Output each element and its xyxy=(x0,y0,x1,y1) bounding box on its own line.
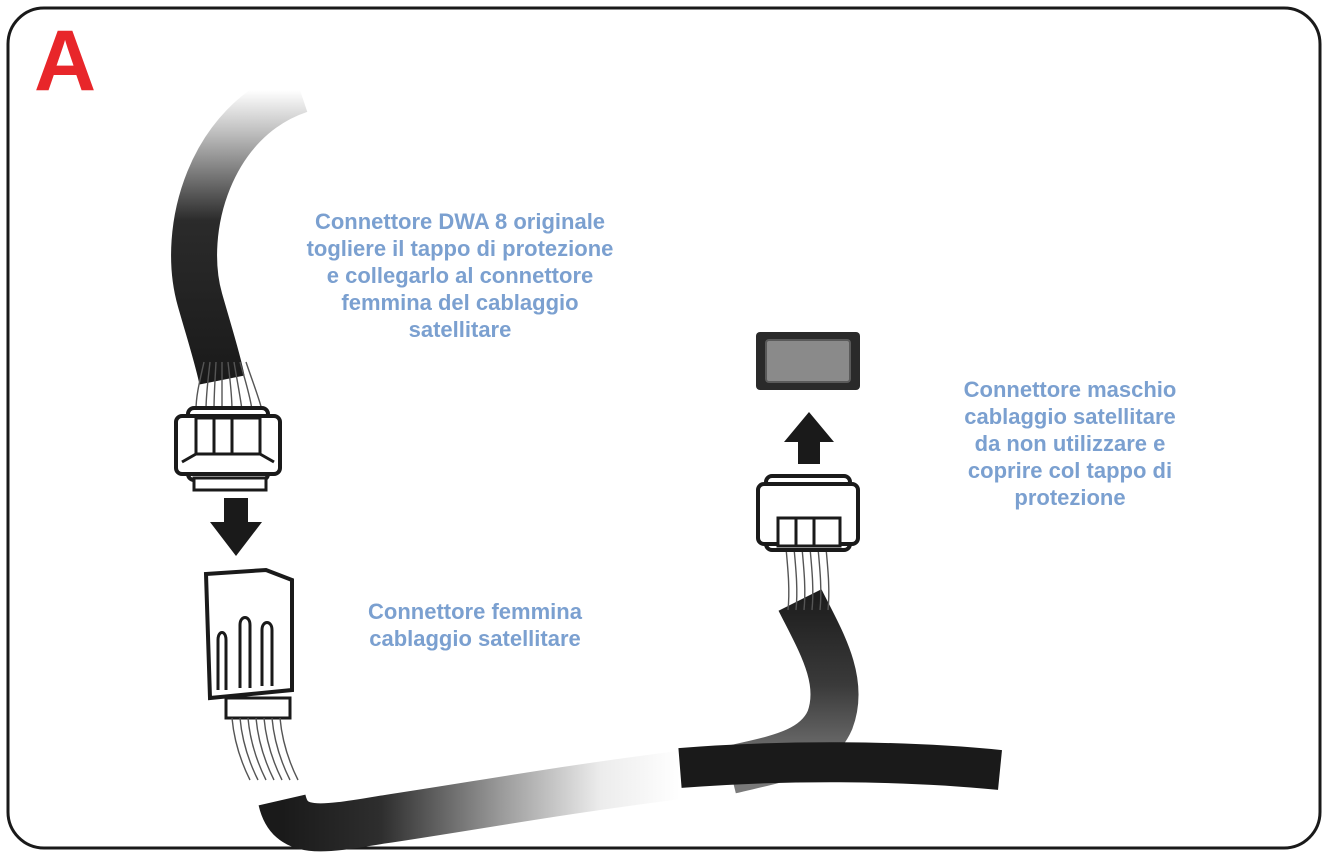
satellite-harness-cable xyxy=(258,751,683,852)
original-connector xyxy=(174,406,282,492)
label-line: Connettore femmina xyxy=(368,599,582,624)
female-connector-label: Connettore femmina cablaggio satellitare xyxy=(305,598,645,652)
panel-border xyxy=(6,6,1322,850)
up-arrow-icon xyxy=(784,412,834,464)
panel-letter: A xyxy=(34,13,97,109)
female-wire-strands xyxy=(231,717,299,781)
original-connector-label: Connettore DWA 8 originale togliere il t… xyxy=(240,208,680,343)
label-line: satellitare xyxy=(408,317,512,342)
label-line: Connettore maschio xyxy=(963,377,1177,402)
label-line: e collegarlo al connettore xyxy=(326,263,594,288)
original-cable xyxy=(171,68,309,385)
label-line: Connettore DWA 8 originale xyxy=(314,209,606,234)
label-line: cablaggio satellitare xyxy=(964,404,1176,429)
label-line: femmina del cablaggio xyxy=(341,290,579,315)
label-line: togliere il tappo di protezione xyxy=(306,236,614,261)
label-line: coprire col tappo di xyxy=(967,458,1173,483)
label-line: cablaggio satellitare xyxy=(369,626,581,651)
female-connector xyxy=(203,567,294,720)
male-connector-label: Connettore maschio cablaggio satellitare… xyxy=(905,376,1235,511)
male-connector xyxy=(756,474,860,552)
label-line: protezione xyxy=(1014,485,1126,510)
harness-cable-continuation xyxy=(678,742,1002,790)
down-arrow-icon xyxy=(210,498,262,556)
male-wire-strands xyxy=(785,547,830,611)
protective-cap xyxy=(756,332,860,390)
label-line: da non utilizzare e xyxy=(974,431,1166,456)
